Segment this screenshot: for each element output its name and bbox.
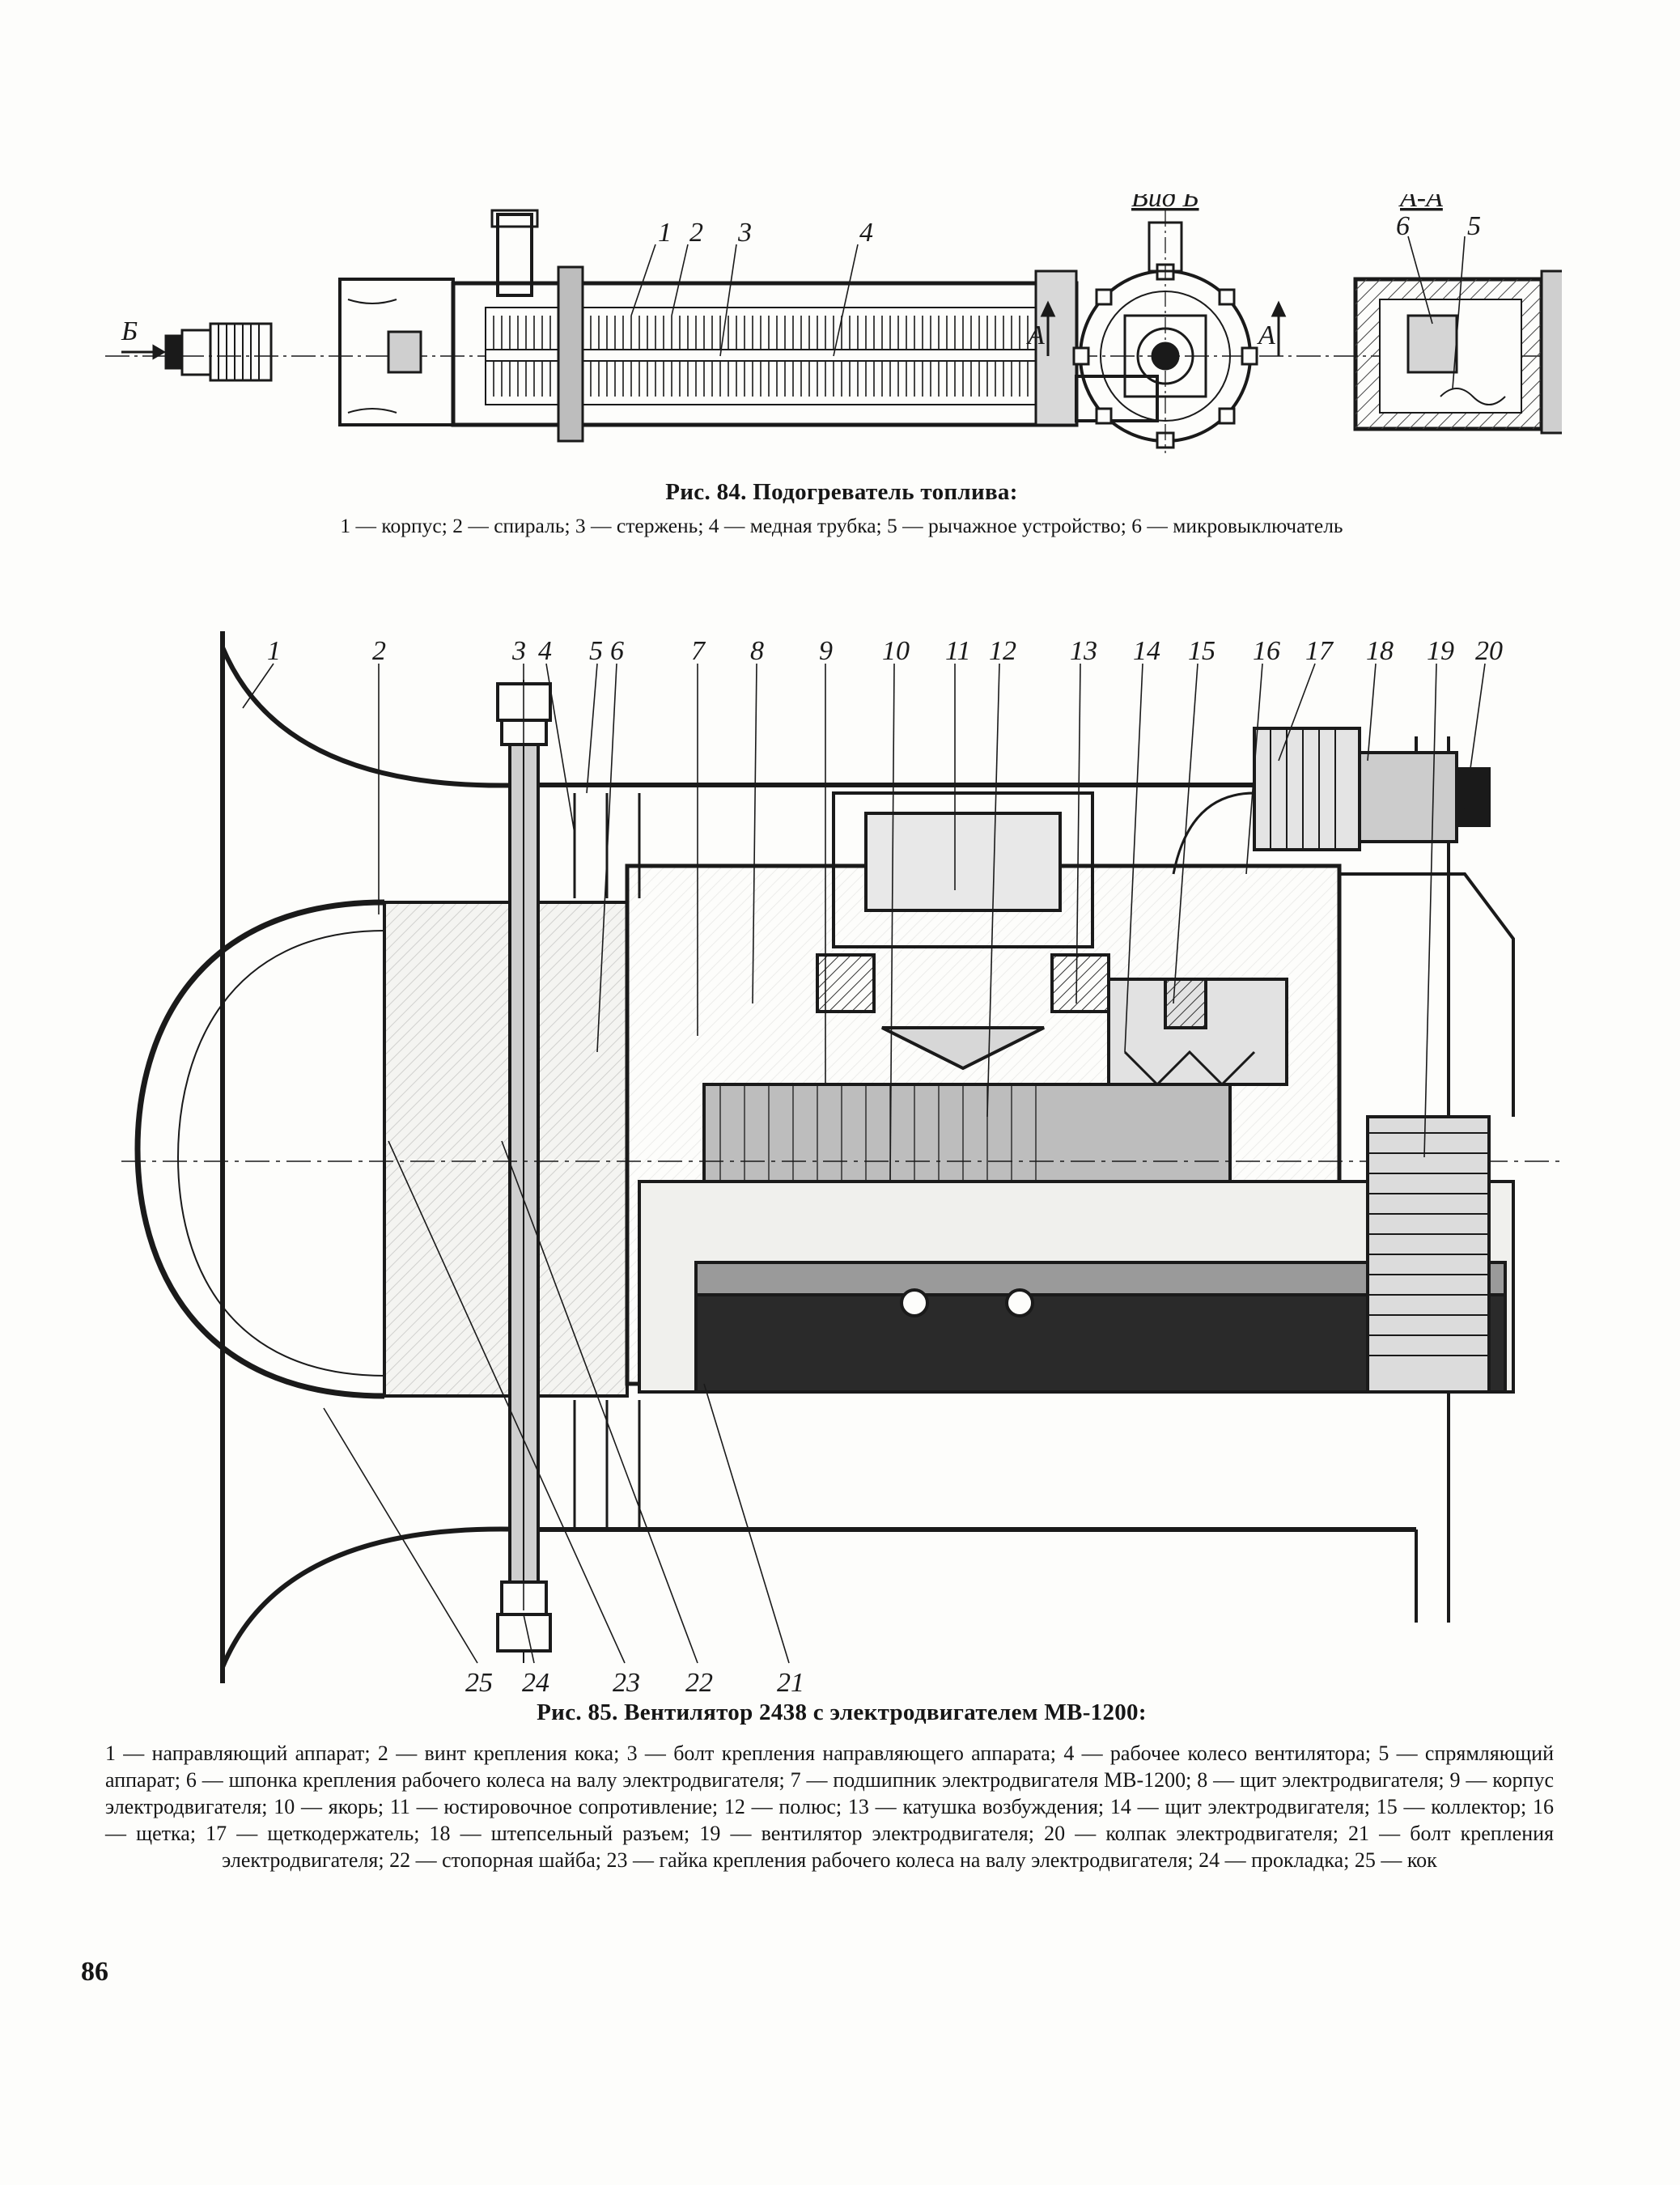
figure-84-title: Рис. 84. Подогреватель топлива: (665, 479, 1018, 505)
fig85-label-8: 8 (750, 636, 764, 666)
fig84-label-3: 3 (737, 218, 752, 248)
fig85-label-17: 17 (1305, 636, 1334, 666)
figure-85-legend: 1 — направляющий аппарат; 2 — винт крепл… (105, 1742, 1554, 1872)
fig85-label-20: 20 (1475, 636, 1503, 666)
fig84-label-1: 1 (658, 218, 672, 248)
fig84-section-a-right: А (1257, 320, 1275, 350)
fig85-label-3: 3 (511, 636, 526, 666)
fig85-label-22: 22 (685, 1668, 713, 1698)
fig85-label-13: 13 (1070, 636, 1097, 666)
figure-84-fuel-heater-drawing: 1 2 3 4 Б А А Вид Б А-А 6 5 (105, 194, 1562, 469)
figure-85-svg: 1 2 3 4 5 6 7 8 9 10 11 12 13 14 15 16 1… (121, 631, 1562, 1698)
fig85-label-11: 11 (945, 636, 970, 666)
fig85-label-16: 16 (1253, 636, 1280, 666)
fig85-label-7: 7 (691, 636, 706, 666)
figure-84-caption: Рис. 84. Подогреватель топлива: 1 — корп… (81, 479, 1602, 539)
fig85-label-21: 21 (777, 1668, 804, 1698)
fig84-view-b-title: Вид Б (1131, 194, 1199, 213)
fig85-label-19: 19 (1427, 636, 1454, 666)
fig85-label-1: 1 (267, 636, 281, 666)
fig85-label-4: 4 (538, 636, 552, 666)
fig84-label-4: 4 (859, 218, 873, 248)
fig85-label-5: 5 (589, 636, 603, 666)
fig84-section-aa-title: А-А (1398, 194, 1443, 213)
fig85-label-2: 2 (372, 636, 386, 666)
fig85-label-18: 18 (1366, 636, 1394, 666)
fig85-label-14: 14 (1133, 636, 1160, 666)
figure-85-title: Рис. 85. Вентилятор 2438 с электродвигат… (537, 1699, 1147, 1725)
fig84-label-2: 2 (689, 218, 703, 248)
fig85-label-15: 15 (1188, 636, 1215, 666)
figure-85-fan-drawing: 1 2 3 4 5 6 7 8 9 10 11 12 13 14 15 16 1… (121, 631, 1562, 1699)
fig85-label-24: 24 (522, 1668, 549, 1698)
fig85-label-12: 12 (989, 636, 1016, 666)
fig84-section-label-5: 5 (1467, 211, 1481, 241)
fig85-label-6: 6 (610, 636, 624, 666)
fig85-label-25: 25 (465, 1668, 493, 1698)
figure-84-legend: 1 — корпус; 2 — спираль; 3 — стержень; 4… (340, 514, 1343, 537)
fig85-label-23: 23 (613, 1668, 640, 1698)
fig84-section-a-left: А (1026, 320, 1045, 350)
figure-85-title-wrap: Рис. 85. Вентилятор 2438 с электродвигат… (81, 1699, 1602, 1726)
fig85-label-10: 10 (882, 636, 910, 666)
fig84-section-label-6: 6 (1396, 211, 1410, 241)
fig85-label-9: 9 (819, 636, 833, 666)
fig84-arrow-b-label: Б (121, 316, 138, 346)
figure-84-svg: 1 2 3 4 Б А А Вид Б А-А 6 5 (105, 194, 1562, 453)
page-number: 86 (81, 1957, 108, 1987)
